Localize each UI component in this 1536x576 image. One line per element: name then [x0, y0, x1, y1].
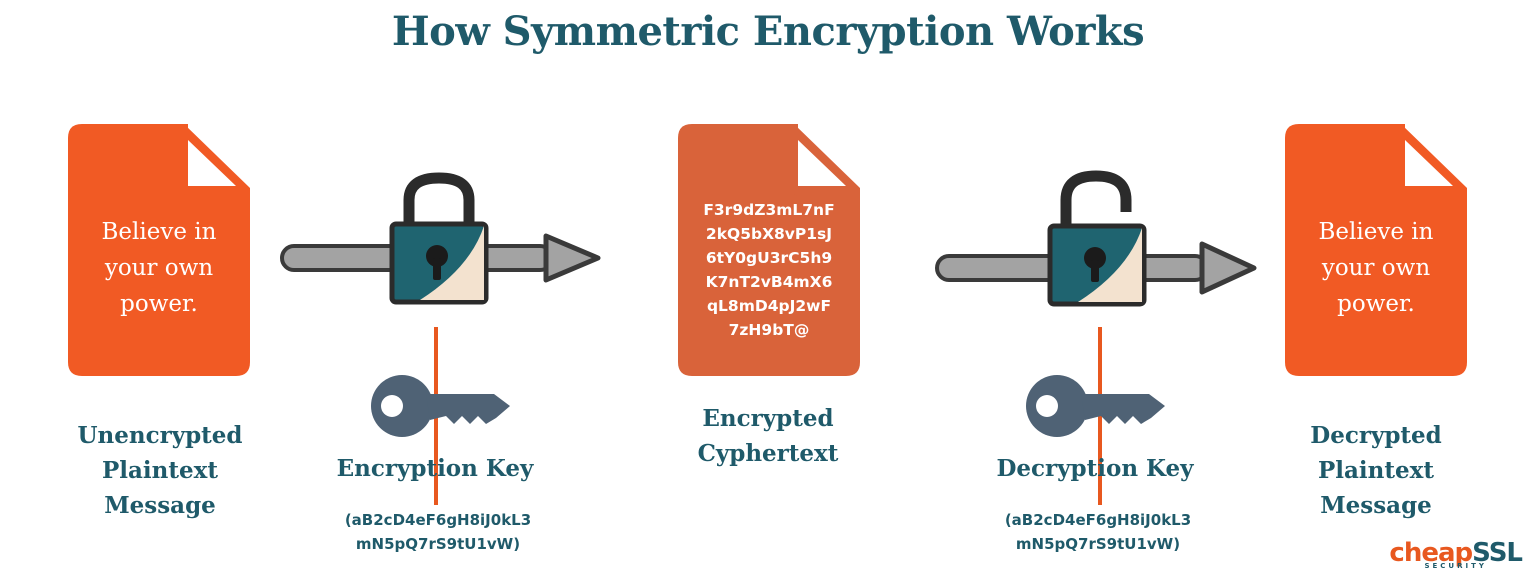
encryption-key-icon	[371, 375, 510, 437]
decrypted-message-text: Believe in your own power.	[1318, 219, 1434, 317]
decryption-key-value: (aB2cD4eF6gH8iJ0kL3 mN5pQ7rS9tU1vW)	[1004, 511, 1192, 553]
padlock-closed-icon	[389, 172, 489, 305]
ciphertext-message-text: F3r9dZ3mL7nF 2kQ5bX8vP1sJ 6tY0gU3rC5h9 K…	[703, 201, 835, 339]
ciphertext-document-icon	[678, 124, 860, 376]
encryption-key-label: Encryption Key	[336, 455, 534, 482]
decryption-key-label: Decryption Key	[996, 455, 1194, 482]
page-title: How Symmetric Encryption Works	[391, 8, 1145, 55]
brand-name-b: SSL	[1472, 538, 1523, 568]
brand-subtitle: SECURITY	[1424, 562, 1487, 570]
brand-logo: cheapSSL SECURITY	[1389, 538, 1523, 570]
decryption-key-icon	[1026, 375, 1165, 437]
decrypted-document-icon	[1285, 124, 1467, 376]
plaintext-label: Unencrypted Plaintext Message	[77, 422, 243, 519]
brand-name-a: cheap	[1389, 538, 1473, 568]
padlock-open-icon	[1047, 170, 1147, 307]
encryption-key-value: (aB2cD4eF6gH8iJ0kL3 mN5pQ7rS9tU1vW)	[344, 511, 532, 553]
plaintext-document-icon	[68, 124, 250, 376]
ciphertext-label: Encrypted Cyphertext	[697, 405, 839, 467]
decrypted-label: Decrypted Plaintext Message	[1310, 422, 1442, 519]
plaintext-message-text: Believe in your own power.	[101, 219, 217, 317]
